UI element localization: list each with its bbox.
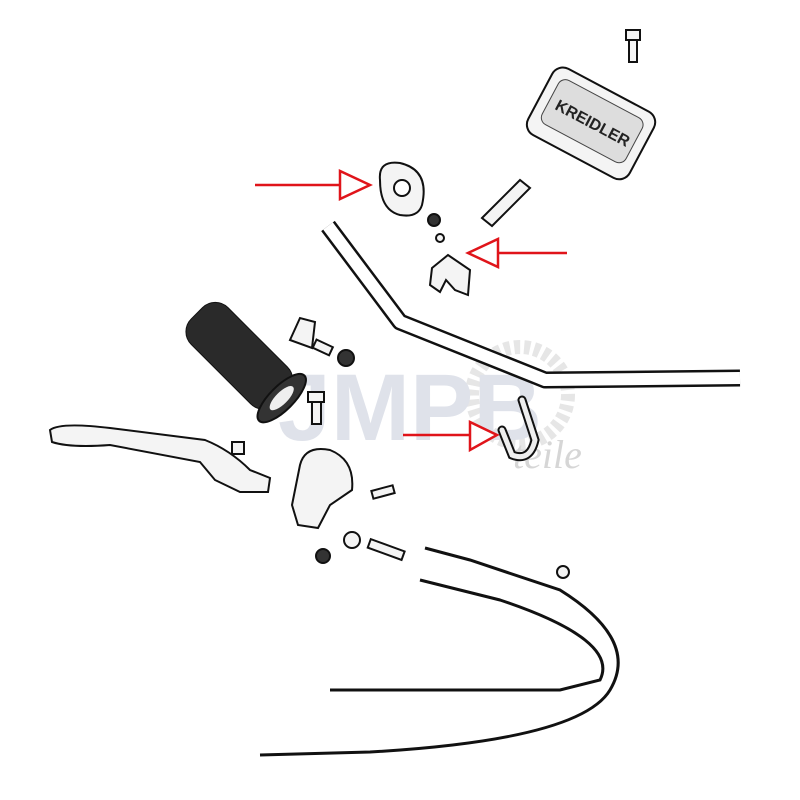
nut-2: [337, 349, 355, 367]
adjuster-screw: [366, 537, 406, 562]
brake-lever: [48, 424, 272, 493]
lever-housing: [290, 448, 354, 530]
arrow-washer-plate: [255, 169, 373, 201]
screw: [307, 391, 325, 425]
nut-3: [315, 548, 331, 564]
kreidler-cover: KREIDLER: [525, 66, 657, 181]
nut: [427, 213, 441, 227]
arrow-u-clip: [403, 420, 500, 453]
grub-screw: [311, 338, 335, 357]
lever-pin: [231, 441, 245, 455]
arrow-clamp: [465, 237, 567, 269]
washer: [435, 233, 445, 243]
grip: [185, 301, 307, 424]
washer-2: [343, 531, 361, 549]
handlebar: [321, 220, 741, 389]
screw-2: [370, 484, 396, 500]
cables: [259, 546, 620, 757]
key: [480, 178, 532, 228]
clip: [288, 316, 317, 350]
clamp: [428, 253, 472, 297]
bolt: [625, 29, 641, 63]
